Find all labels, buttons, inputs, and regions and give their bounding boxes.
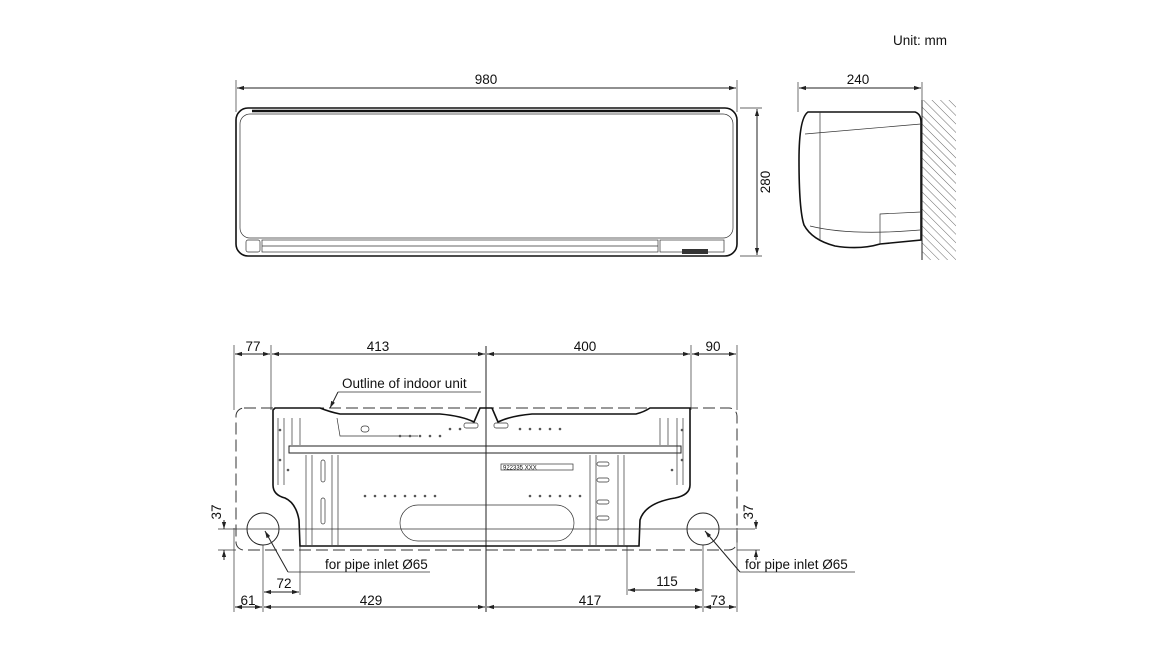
plate-code: 922335 XXX xyxy=(503,466,537,472)
installation-plate xyxy=(272,407,691,547)
side-view: 240 xyxy=(797,72,956,260)
bottom-dim-3: 417 xyxy=(579,593,602,608)
outline-label: Outline of indoor unit xyxy=(342,376,467,391)
right-offset-dim: 115 xyxy=(656,574,678,589)
bottom-dim-1: 61 xyxy=(240,593,255,608)
height-dimension: 280 xyxy=(758,171,773,194)
front-view: 980 280 xyxy=(235,72,773,257)
front-body-outline xyxy=(235,107,738,257)
side-body-outline xyxy=(798,111,922,249)
pipe-inlet-right-label: for pipe inlet Ø65 xyxy=(745,557,848,572)
plate-rail xyxy=(288,445,682,454)
top-dim-1: 77 xyxy=(245,339,260,354)
left-height-dim: 37 xyxy=(209,504,224,519)
installation-plate-view: 77 413 400 90 Outline of indoor unit xyxy=(209,339,855,612)
depth-dimension: 240 xyxy=(847,72,870,87)
bottom-dim-4: 73 xyxy=(710,593,725,608)
top-dim-3: 400 xyxy=(574,339,597,354)
width-dimension: 980 xyxy=(475,72,498,87)
center-opening xyxy=(399,504,575,542)
unit-label: Unit: mm xyxy=(893,33,947,48)
wall-hatch xyxy=(922,100,956,260)
top-dim-4: 90 xyxy=(705,339,720,354)
left-offset-dim: 72 xyxy=(276,576,291,591)
top-dim-2: 413 xyxy=(367,339,390,354)
pipe-inlet-left-label: for pipe inlet Ø65 xyxy=(325,557,428,572)
bottom-dim-2: 429 xyxy=(360,593,383,608)
right-height-dim: 37 xyxy=(741,504,756,519)
mounting-holes xyxy=(278,427,684,498)
